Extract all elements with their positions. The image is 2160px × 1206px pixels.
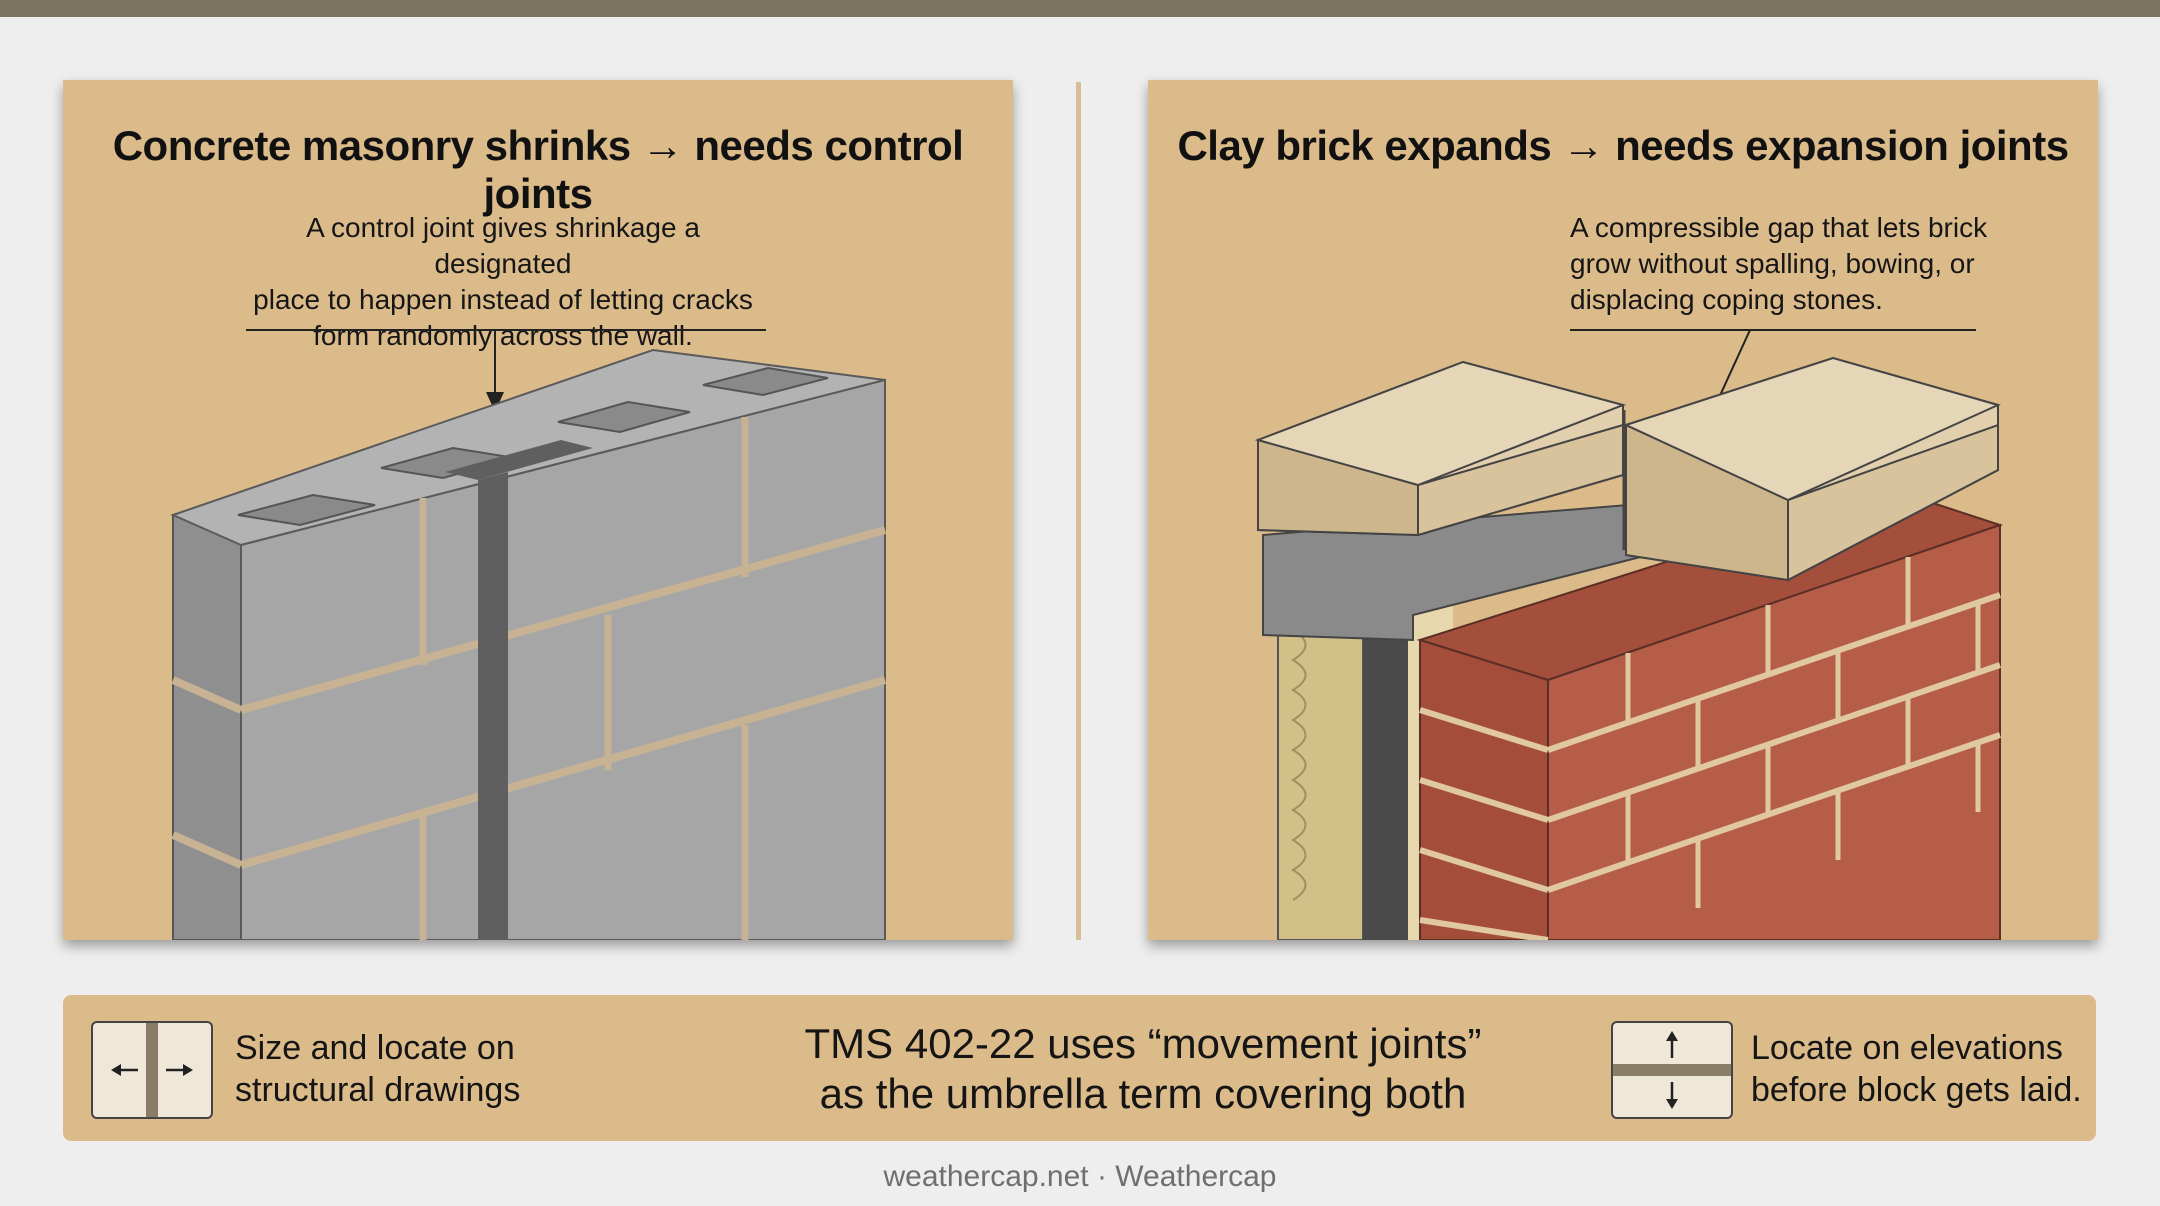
callout-line: grow without spalling, bowing, or <box>1570 248 1975 279</box>
expansion-joint-title: Clay brick expands → needs expansion joi… <box>1177 122 2069 169</box>
top-bar <box>0 0 2160 17</box>
vertical-movement-joint-icon <box>1611 1021 1733 1119</box>
right-instruction-line: before block gets laid. <box>1751 1071 2082 1109</box>
callout-line: A compressible gap that lets brick <box>1570 212 1988 243</box>
left-instruction-line: Size and locate on <box>235 1029 515 1067</box>
right-instruction-line: Locate on elevations <box>1751 1029 2063 1067</box>
bottom-summary-bar: Size and locate on structural drawings T… <box>63 995 2096 1141</box>
right-instruction: Locate on elevations before block gets l… <box>1751 1027 2082 1111</box>
control-joint-panel: Concrete masonry shrinks → needs control… <box>63 80 1013 940</box>
callout-line: A control joint gives shrinkage a design… <box>306 212 700 279</box>
control-joint-title: Concrete masonry shrinks → needs control… <box>112 122 964 217</box>
concrete-block-wall-illustration <box>170 329 887 940</box>
center-statement-line: TMS 402-22 uses “movement joints” <box>804 1020 1482 1067</box>
callout-line: place to happen instead of letting crack… <box>253 284 753 315</box>
center-statement-line: as the umbrella term covering both <box>819 1070 1467 1117</box>
center-statement: TMS 402-22 uses “movement joints” as the… <box>683 1019 1603 1119</box>
double-arrow-horizontal-icon <box>111 1023 193 1117</box>
expansion-joint-panel: Clay brick expands → needs expansion joi… <box>1148 80 2098 940</box>
panel-divider <box>1076 82 1081 940</box>
expansion-joint-callout: A compressible gap that lets brick grow … <box>1570 210 1990 318</box>
left-instruction: Size and locate on structural drawings <box>235 1027 520 1111</box>
left-instruction-line: structural drawings <box>235 1071 521 1109</box>
brick-wall-coping-illustration <box>1254 329 2004 940</box>
callout-line: displacing coping stones. <box>1570 284 1883 315</box>
double-arrow-vertical-icon <box>1613 1031 1731 1109</box>
callout-line: form randomly across the wall. <box>313 320 693 351</box>
footer-credit: weathercap.net · Weathercap <box>883 1160 1277 1193</box>
control-joint-callout: A control joint gives shrinkage a design… <box>243 210 763 354</box>
horizontal-movement-joint-icon <box>91 1021 213 1119</box>
